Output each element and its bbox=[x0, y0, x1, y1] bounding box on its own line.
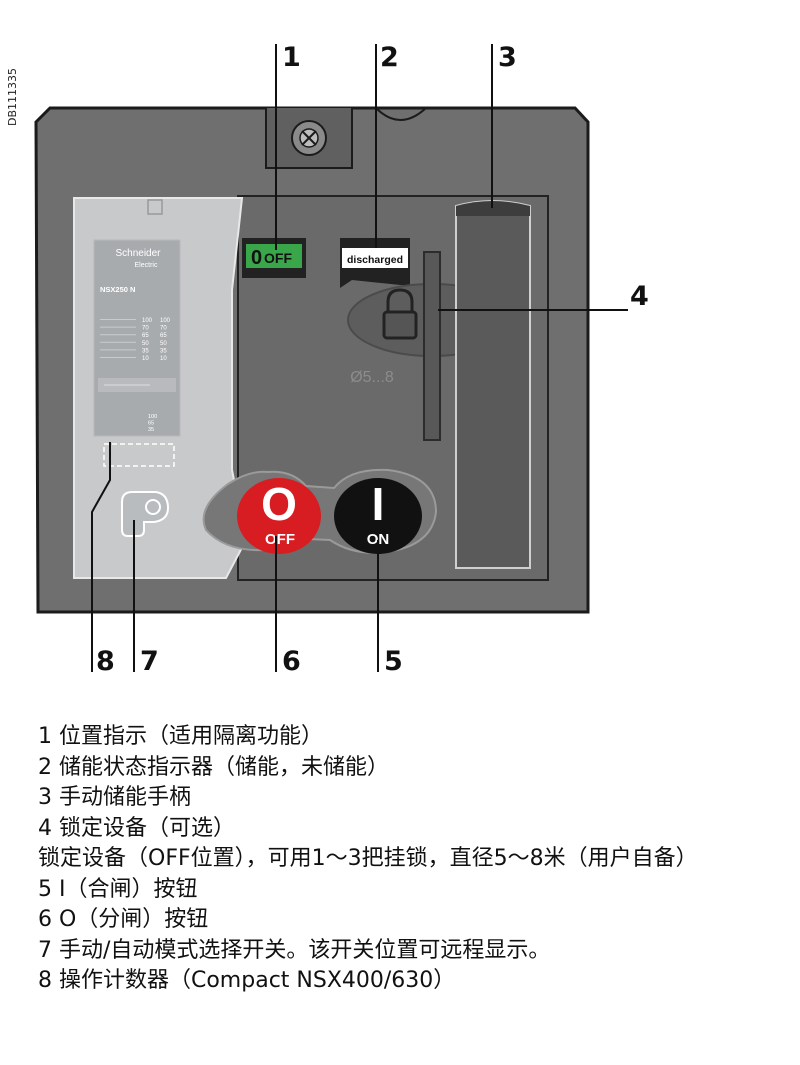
callout-lines bbox=[91, 44, 628, 672]
legend-item-3: 3 手动储能手柄 bbox=[38, 785, 191, 810]
legend-item-7: 7 手动/自动模式选择开关。该开关位置可远程显示。 bbox=[38, 937, 551, 963]
nameplate-value: 65 bbox=[160, 333, 167, 339]
nameplate-value: 50 bbox=[160, 341, 167, 347]
on-label: ON bbox=[367, 531, 390, 548]
callout-8: 8 bbox=[96, 646, 115, 677]
off-symbol: O bbox=[261, 478, 297, 530]
nameplate-value: 100 bbox=[142, 318, 153, 324]
on-button[interactable]: I ON bbox=[334, 478, 422, 554]
callout-7: 7 bbox=[140, 646, 159, 677]
figure-code-text: DB111335 bbox=[6, 68, 19, 126]
callout-1: 1 bbox=[282, 42, 301, 73]
nameplate-value: 70 bbox=[160, 326, 167, 332]
nameplate-lower-value: 100 bbox=[148, 414, 157, 420]
legend-item-6: 6 O（分闸）按钮 bbox=[38, 907, 209, 932]
nameplate-value: 50 bbox=[142, 341, 149, 347]
position-digit: 0 bbox=[251, 247, 262, 269]
nameplate-value: 10 bbox=[160, 356, 167, 362]
legend-item-1: 1 位置指示（适用隔离功能） bbox=[38, 724, 323, 749]
figure-code: DB111335 bbox=[2, 48, 22, 138]
on-symbol: I bbox=[372, 478, 385, 530]
screw-icon bbox=[291, 120, 327, 156]
callout-2: 2 bbox=[380, 42, 399, 73]
callout-3: 3 bbox=[498, 42, 517, 73]
brand-sub: Electric bbox=[135, 262, 158, 269]
legend-item-4: 4 锁定设备（可选） bbox=[38, 815, 235, 841]
brand-name: Schneider bbox=[115, 248, 161, 259]
model-name: NSX250 N bbox=[100, 285, 135, 294]
operation-counter bbox=[103, 443, 175, 467]
nameplate-value: 10 bbox=[142, 356, 149, 362]
position-indicator: 0 OFF bbox=[242, 238, 306, 278]
nameplate-value: 100 bbox=[160, 318, 171, 324]
nameplate bbox=[93, 239, 181, 437]
nameplate-value: 35 bbox=[160, 348, 167, 354]
nameplate-value: 70 bbox=[142, 326, 149, 332]
position-text: OFF bbox=[264, 250, 292, 266]
nameplate-lower-value: 65 bbox=[148, 421, 154, 427]
callout-6: 6 bbox=[282, 646, 301, 677]
off-label: OFF bbox=[265, 531, 295, 548]
charge-text: discharged bbox=[347, 254, 403, 266]
legend-item-5: 5 I（合闸）按钮 bbox=[38, 876, 198, 902]
legend-item-2: 2 储能状态指示器（储能，未储能） bbox=[38, 754, 389, 780]
legend-item-4-detail: 锁定设备（OFF位置），可用1～3把挂锁，直径5～8米（用户自备） bbox=[38, 846, 698, 871]
off-button[interactable]: O OFF bbox=[237, 478, 321, 554]
nameplate-value: 35 bbox=[142, 348, 149, 354]
lock-slider[interactable] bbox=[423, 251, 441, 441]
nameplate-lower-value: 35 bbox=[148, 427, 154, 433]
callout-4: 4 bbox=[630, 281, 649, 312]
callout-5: 5 bbox=[384, 646, 403, 677]
charging-handle[interactable] bbox=[455, 200, 531, 569]
legend: 1 位置指示（适用隔离功能） 2 储能状态指示器（储能，未储能） 3 手动储能手… bbox=[38, 722, 798, 997]
padlock-size: Ø5...8 bbox=[350, 369, 394, 386]
charge-indicator: discharged bbox=[340, 238, 410, 288]
padlock-icon bbox=[382, 288, 418, 340]
legend-item-8: 8 操作计数器（Compact NSX400/630） bbox=[38, 968, 456, 993]
nameplate-value: 65 bbox=[142, 333, 149, 339]
